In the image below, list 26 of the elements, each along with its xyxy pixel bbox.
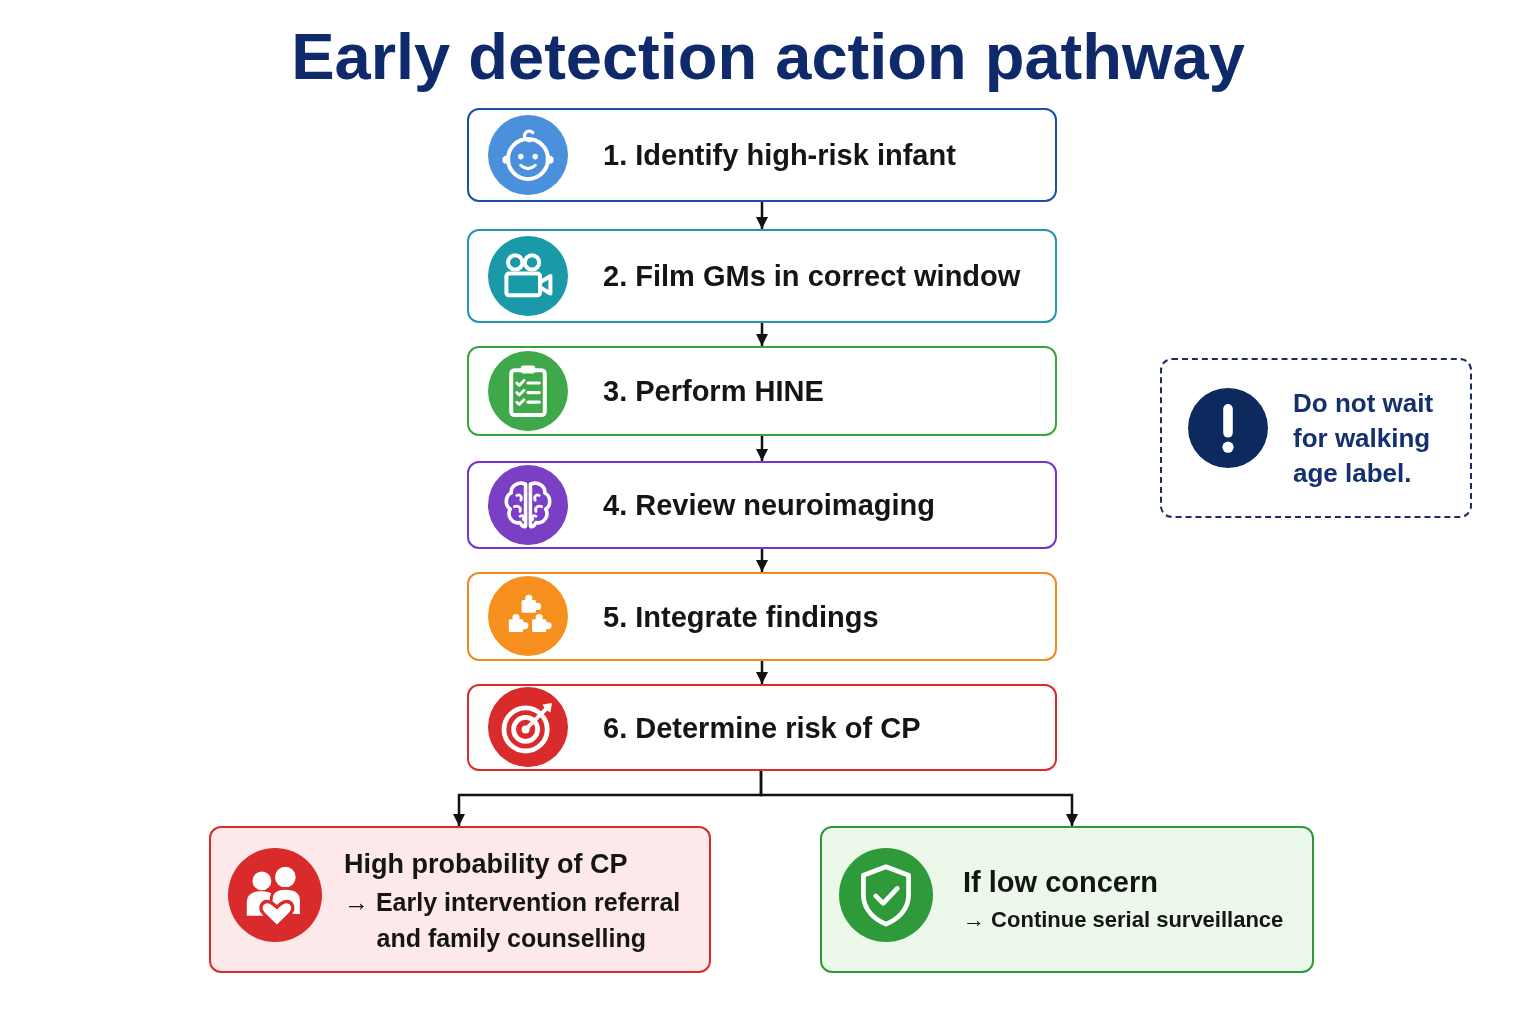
outcome-heading: If low concern	[963, 864, 1159, 900]
arrow	[756, 436, 768, 461]
arrow	[756, 661, 768, 684]
arrow	[756, 202, 768, 229]
step-label: 5. Integrate findings	[603, 599, 880, 635]
step-label: 1. Identify high-risk infant	[603, 138, 957, 173]
outcome-text: → Early intervention referral and family counselling	[344, 886, 682, 954]
arrow	[756, 323, 768, 346]
step-label: 4. Review neuroimaging	[603, 488, 936, 523]
note-box	[1160, 358, 1472, 518]
process-box	[467, 346, 1057, 436]
step-label: 2. Film GMs in correct window	[603, 259, 1022, 294]
arrow	[759, 771, 1078, 826]
process-box	[467, 229, 1057, 323]
process-box	[467, 684, 1057, 771]
process-box	[467, 461, 1057, 549]
process-box	[467, 108, 1057, 202]
outcome-text: → Continue serial surveillance	[963, 905, 1285, 934]
outcome-heading: High probability of CP	[344, 847, 629, 881]
process-box	[467, 572, 1057, 661]
step-label: 3. Perform HINE	[603, 374, 825, 409]
arrow	[756, 549, 768, 572]
outcome-box	[209, 826, 711, 973]
step-label: 6. Determine risk of CP	[603, 710, 922, 746]
outcome-box	[820, 826, 1314, 973]
note-text: Do not wait for walking age label.	[1293, 386, 1435, 490]
